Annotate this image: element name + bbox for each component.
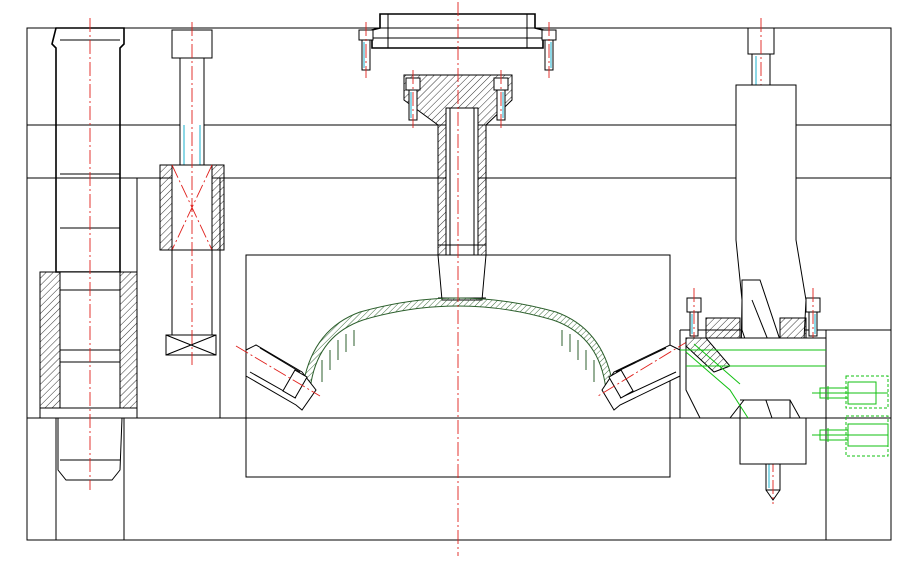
bolt-ring-right: [541, 22, 557, 78]
support-pillar-bolt: [159, 22, 225, 365]
part-ribs: [321, 330, 595, 382]
ejector-bolt-lower: [812, 415, 889, 457]
bolt-slider-right: [805, 288, 821, 342]
bolt-ring-left: [358, 22, 374, 78]
slider-lifter-right: [597, 339, 691, 411]
guide-pillar: [39, 18, 138, 490]
bolt-sprue-left: [405, 70, 421, 128]
slider-lifter-left: [235, 344, 321, 411]
angle-pin-slider: [685, 84, 827, 465]
sprue-bushing: [403, 74, 513, 301]
bottom-core-plate: [26, 417, 892, 541]
bolt-slider-left: [686, 288, 702, 342]
molded-part: [301, 2, 615, 556]
locating-ring: [371, 13, 544, 49]
ejector-bolts: [680, 343, 889, 457]
bolt-sprue-right: [493, 70, 509, 128]
ejector-bolt-upper: [812, 375, 889, 409]
